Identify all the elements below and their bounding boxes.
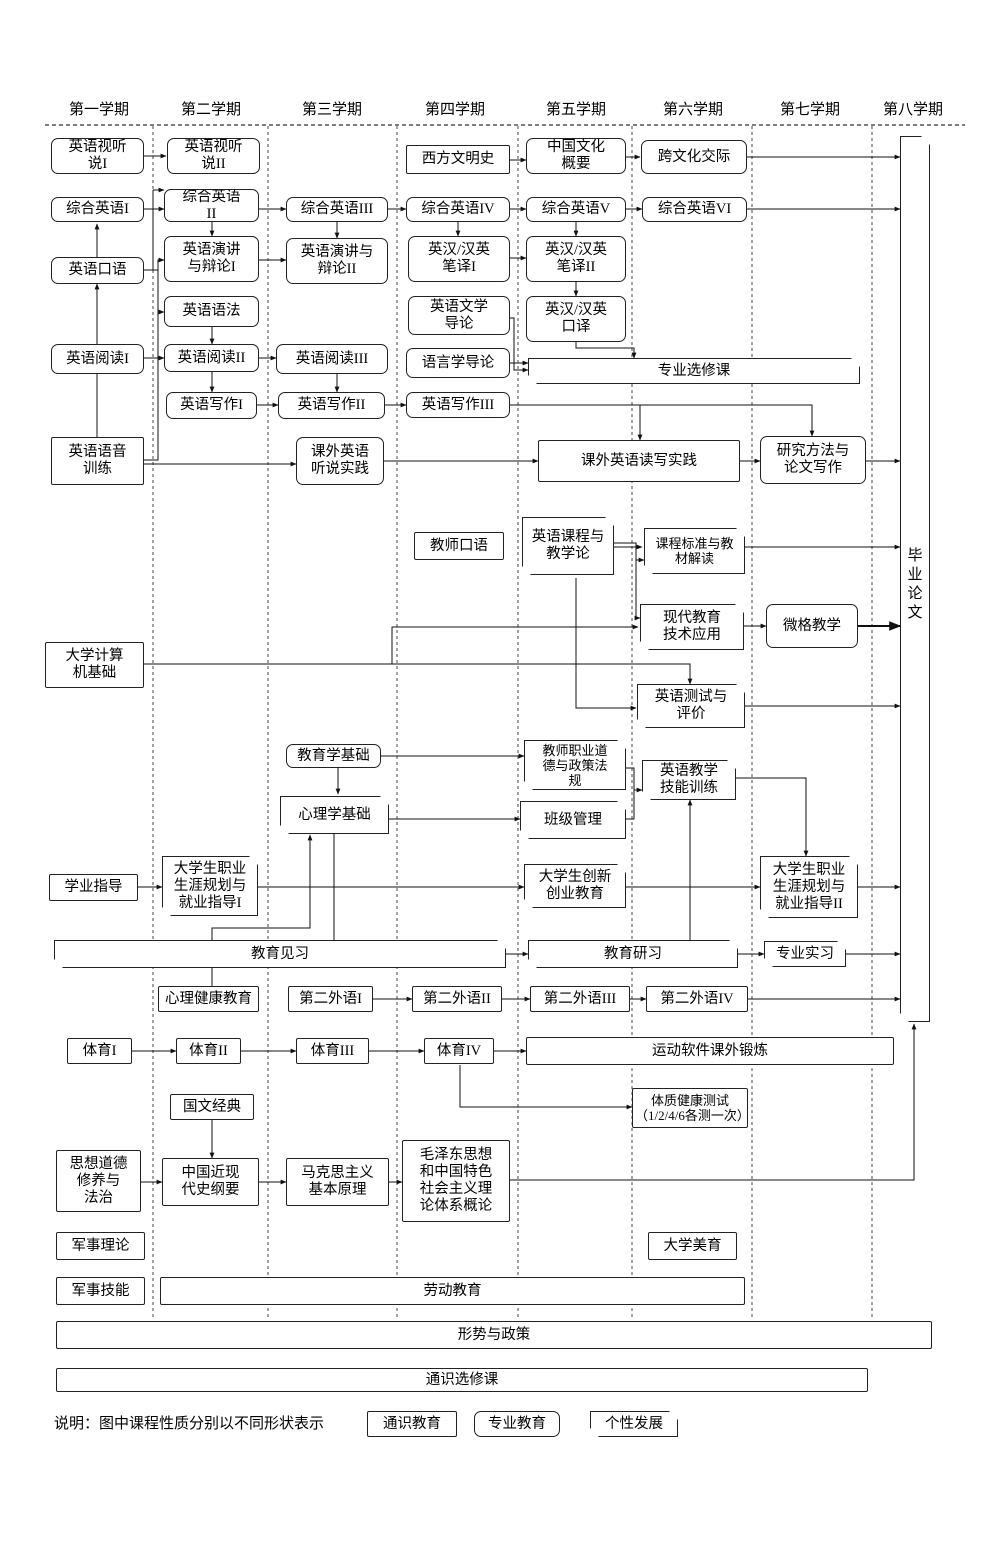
course-node: 英语写作III [406,392,510,418]
course-node: 专业选修课 [528,358,860,384]
column-separators [152,126,873,1320]
course-node: 英语写作I [166,392,257,419]
course-node: 大学美育 [648,1232,737,1260]
course-node: 思想道德 修养与 法治 [56,1150,141,1212]
course-node: 英语演讲 与辩论I [164,236,259,282]
course-node: 课程标准与教 材解读 [644,528,745,574]
course-node: 英语文学 导论 [408,296,510,335]
course-node: 形势与政策 [56,1321,932,1349]
course-node: 综合英语VI [642,197,747,222]
course-node: 心理学基础 [280,796,389,834]
course-node: 大学生职业 生涯规划与 就业指导I [162,856,258,916]
course-node: 英语测试与 评价 [637,684,745,728]
course-node: 大学计算 机基础 [45,642,144,688]
course-node: 马克思主义 基本原理 [286,1158,389,1206]
legend-general: 通识教育 [367,1411,457,1437]
legend-caption: 说明：图中课程性质分别以不同形状表示 [54,1416,325,1432]
course-node: 英语语音 训练 [51,437,144,485]
course-node: 英汉/汉英 口译 [526,296,626,342]
course-node: 第二外语II [412,986,502,1012]
course-node: 现代教育 技术应用 [640,604,744,650]
semester-8-header: 第八学期 [882,102,943,118]
course-node: 英语教学 技能训练 [642,760,736,800]
course-node: 班级管理 [520,801,626,839]
course-node: 第二外语I [288,986,373,1012]
course-node: 西方文明史 [406,145,510,174]
course-node: 综合英语 II [164,189,259,222]
course-node: 英语演讲与 辩论II [286,238,388,284]
course-node: 第二外语IV [646,986,748,1012]
course-node: 英语口语 [51,257,144,284]
course-node: 综合英语V [526,197,626,222]
course-node: 英语阅读II [164,344,259,372]
semester-7-header: 第七学期 [779,102,840,118]
course-node: 英汉/汉英 笔译II [526,236,626,282]
course-node: 毕 业 论 文 [900,136,930,1022]
course-node: 教育见习 [54,940,506,968]
course-node: 学业指导 [49,874,138,901]
semester-4-header: 第四学期 [424,102,485,118]
course-node: 体育II [176,1038,241,1064]
course-node: 微格教学 [766,604,858,648]
course-node: 大学生职业 生涯规划与 就业指导II [760,856,858,918]
course-node: 英语阅读I [51,344,144,374]
course-node: 劳动教育 [160,1277,745,1305]
course-node: 英语视听 说II [167,138,260,174]
course-node: 课外英语读写实践 [538,440,740,482]
course-node: 教育研习 [528,940,738,968]
course-node: 军事技能 [56,1277,145,1305]
course-node: 英语视听 说I [51,138,144,174]
legend-personal: 个性发展 [590,1411,678,1437]
course-node: 英语语法 [164,296,259,327]
course-node: 教育学基础 [286,744,381,768]
course-node: 综合英语I [51,197,144,222]
course-node: 毛泽东思想 和中国特色 社会主义理 论体系概论 [402,1140,510,1222]
semester-6-header: 第六学期 [662,102,723,118]
course-node: 专业实习 [764,941,846,967]
course-node: 体育I [67,1038,132,1064]
course-node: 中国近现 代史纲要 [162,1158,259,1206]
course-node: 教师职业道 德与政策法 规 [524,740,626,790]
course-node: 国文经典 [170,1094,254,1120]
course-node: 综合英语IV [406,197,510,222]
course-node: 英语课程与 教学论 [522,517,614,575]
semester-5-header: 第五学期 [545,102,606,118]
course-node: 中国文化 概要 [526,138,626,174]
course-node: 大学生创新 创业教育 [524,864,626,908]
course-node: 英语写作II [278,392,385,419]
connectors [94,153,917,1185]
course-node: 语言学导论 [406,348,510,378]
course-node: 心理健康教育 [158,986,259,1012]
course-node: 综合英语III [286,197,388,222]
course-node: 第二外语III [530,986,630,1012]
course-node: 体质健康测试 （1/2/4/6各测一次） [632,1088,748,1128]
course-node: 通识选修课 [56,1368,868,1392]
course-node: 体育IV [424,1038,494,1064]
course-node: 体育III [296,1038,369,1064]
course-node: 课外英语 听说实践 [296,437,384,485]
course-node: 军事理论 [56,1232,145,1260]
legend-major: 专业教育 [474,1411,560,1437]
course-node: 跨文化交际 [641,140,747,174]
semester-3-header: 第三学期 [301,102,362,118]
course-node: 英汉/汉英 笔译I [408,236,510,282]
course-node: 运动软件课外锻炼 [526,1037,894,1065]
semester-1-header: 第一学期 [68,102,129,118]
semester-2-header: 第二学期 [180,102,241,118]
course-node: 研究方法与 论文写作 [760,436,866,484]
course-node: 英语阅读III [276,344,388,374]
course-node: 教师口语 [414,532,504,560]
